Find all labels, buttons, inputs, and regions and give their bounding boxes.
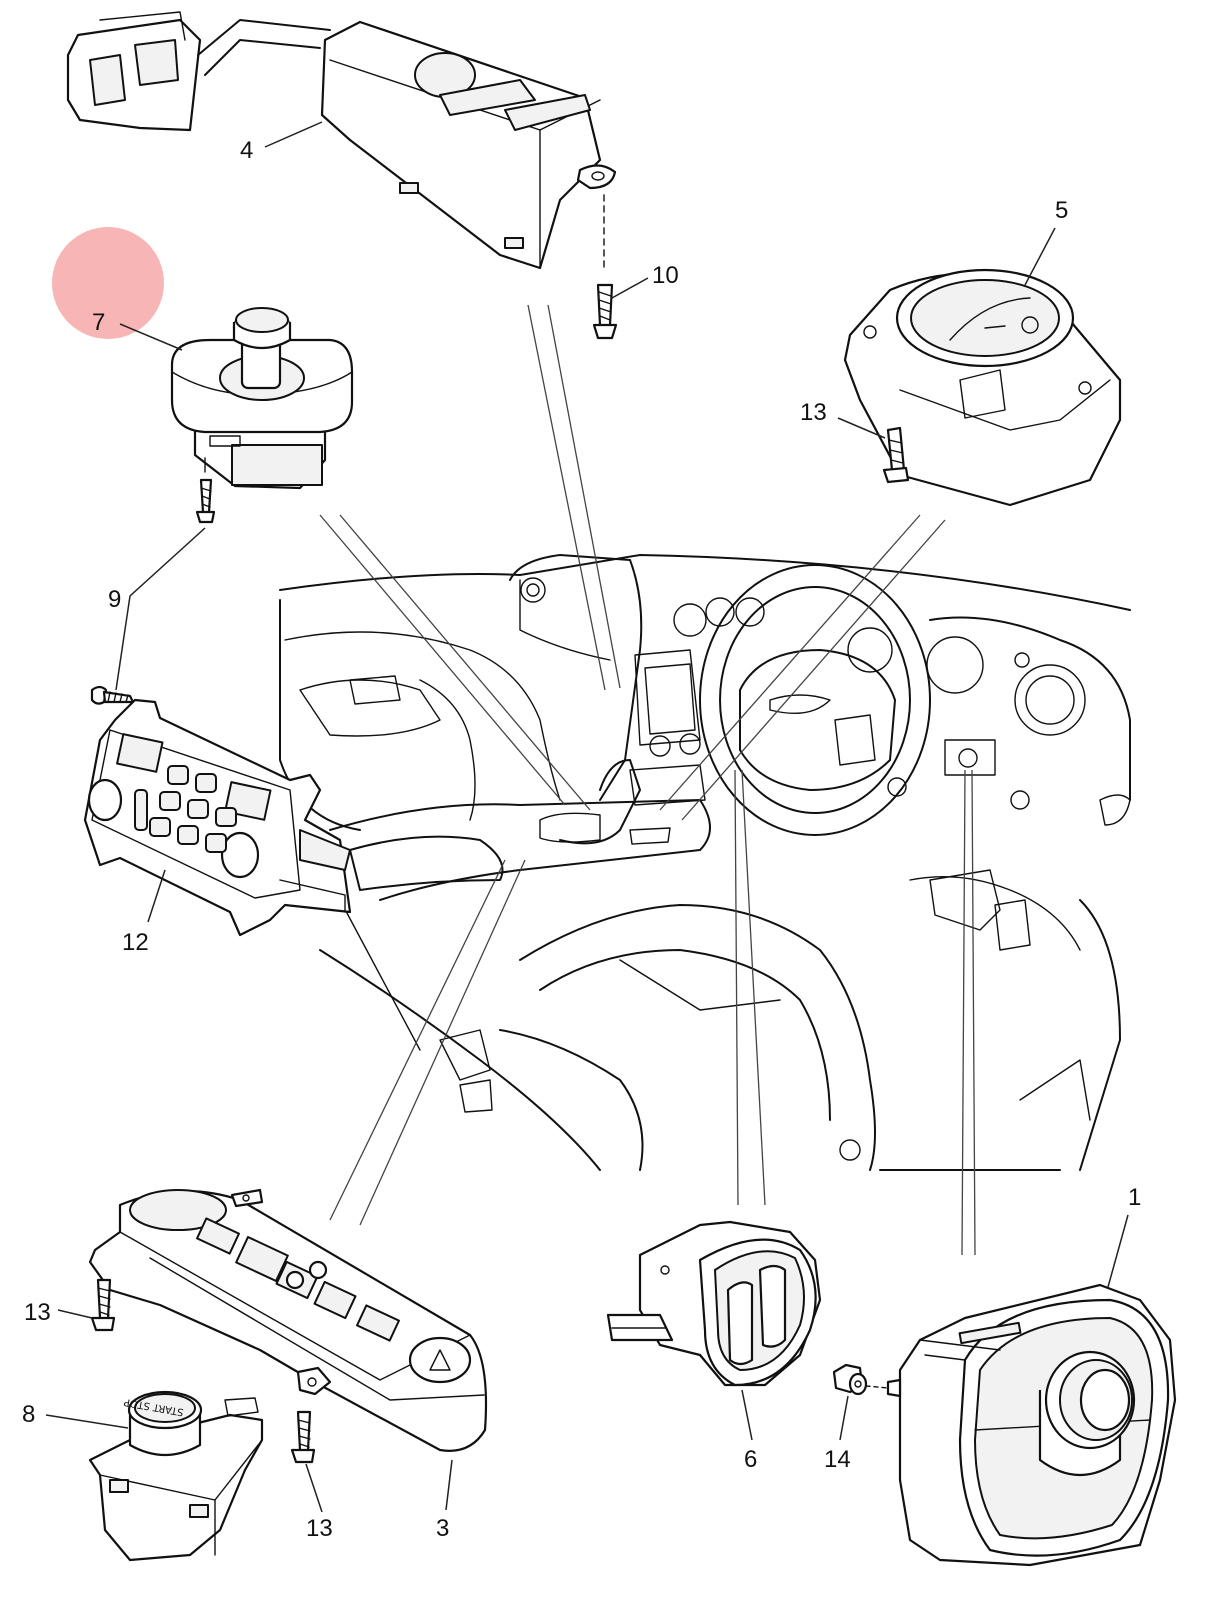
part-7-mirror-switch (119, 307, 354, 490)
part-13-lower-screws (57, 1278, 323, 1513)
part-8-start-stop-button: START STOP (45, 1390, 264, 1562)
callout-9: 9 (108, 586, 121, 613)
part-10-screw (592, 194, 649, 340)
callout-4: 4 (240, 137, 253, 164)
part-12-climate-panel (83, 698, 352, 937)
part-3-console-switch-pack (88, 1188, 488, 1511)
part-13a-screw (837, 417, 910, 484)
car-interior-illustration (279, 554, 1131, 1171)
part-4-module (66, 11, 617, 270)
callout-7: 7 (92, 309, 105, 336)
pointer-lines (319, 304, 976, 1256)
callout-14: 14 (824, 1446, 851, 1473)
part-14-nut (832, 1363, 889, 1441)
callout-10: 10 (652, 262, 679, 289)
callout-12: 12 (122, 929, 149, 956)
callout-13-left: 13 (24, 1299, 51, 1326)
part-6-bezel-switch (606, 1220, 822, 1441)
callout-8: 8 (22, 1401, 35, 1428)
callout-5: 5 (1055, 197, 1068, 224)
callout-13-upper: 13 (800, 399, 827, 426)
callout-13-bottom: 13 (306, 1515, 333, 1542)
part-9-screws (90, 457, 216, 705)
part-1-rotary-switch (886, 1214, 1177, 1567)
callout-6: 6 (744, 1446, 757, 1473)
part-5-switch (843, 227, 1122, 507)
highlight-marker (52, 227, 164, 339)
callout-1: 1 (1128, 1184, 1141, 1211)
callout-labels: 1 3 4 5 6 7 8 9 10 12 13 13 13 14 (22, 137, 1141, 1542)
callout-3: 3 (436, 1515, 449, 1542)
